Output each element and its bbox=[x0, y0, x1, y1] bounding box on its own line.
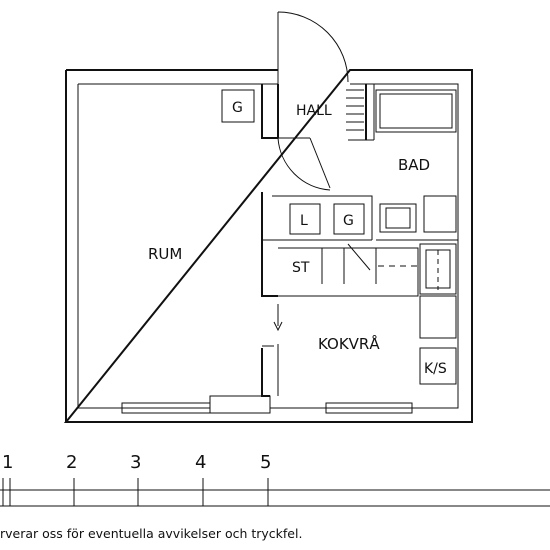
fixture-labels: G L G ST K/S bbox=[232, 100, 447, 377]
fixture-label-st: ST bbox=[292, 260, 310, 276]
fixture-label-g-hall: G bbox=[232, 100, 243, 116]
scale-tick-1: 1 bbox=[2, 452, 13, 473]
room-labels: RUM HALL BAD KOKVRÅ bbox=[148, 103, 430, 353]
scale-tick-5: 5 bbox=[260, 452, 271, 473]
footnote-text: rverar oss för eventuella avvikelser och… bbox=[0, 526, 302, 541]
outer-walls bbox=[63, 69, 473, 423]
scale-tick-2: 2 bbox=[66, 452, 77, 473]
doors bbox=[273, 11, 439, 332]
fixture-label-l: L bbox=[300, 213, 308, 229]
scale-tick-4: 4 bbox=[195, 452, 206, 473]
room-label-hall: HALL bbox=[296, 103, 332, 119]
scale-tick-3: 3 bbox=[130, 452, 141, 473]
room-label-rum: RUM bbox=[148, 245, 182, 263]
room-label-kokvra: KOKVRÅ bbox=[318, 334, 380, 353]
fixture-label-g-closet: G bbox=[343, 213, 354, 229]
fixture-label-ks: K/S bbox=[424, 361, 447, 377]
windows bbox=[121, 395, 413, 414]
scale-bar: 1 2 3 4 5 bbox=[0, 452, 550, 507]
room-label-bad: BAD bbox=[398, 156, 430, 174]
